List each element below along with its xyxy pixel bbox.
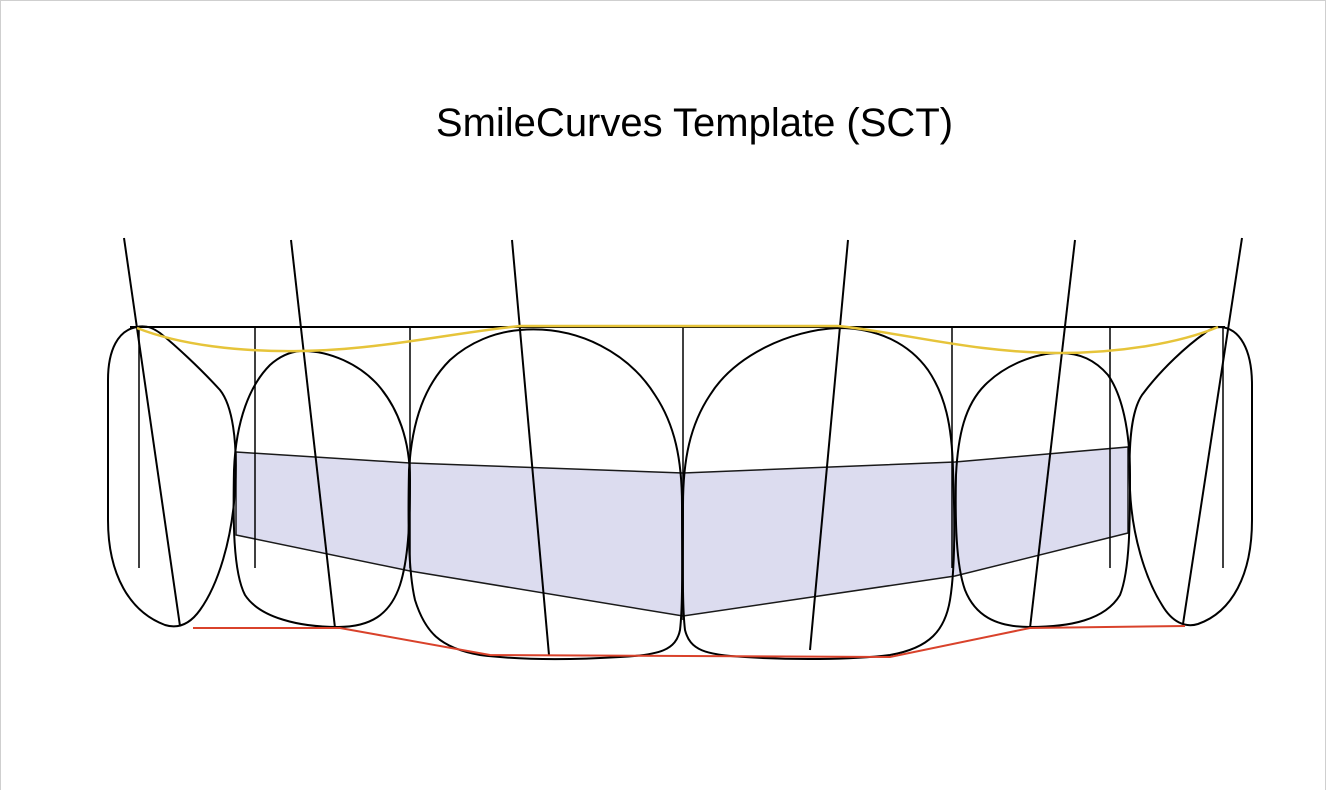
slide-title: SmileCurves Template (SCT) — [435, 101, 954, 145]
tooth-central-right — [681, 326, 956, 661]
axis-central-left — [511, 239, 550, 656]
tooth-central-left — [407, 328, 684, 661]
axis-lateral-left — [290, 239, 336, 629]
incisal-line — [193, 625, 1186, 659]
tooth-axes — [123, 237, 1243, 656]
axis-lateral-right — [1029, 239, 1076, 629]
axis-central-right — [809, 239, 849, 651]
vertical-reference-lines — [138, 327, 1224, 620]
gingival-curve — [136, 324, 1219, 355]
axis-canine-right — [1182, 237, 1243, 625]
axis-canine-left — [123, 237, 181, 627]
tooth-canine-left — [107, 325, 237, 628]
tooth-canine-right — [1128, 325, 1253, 627]
